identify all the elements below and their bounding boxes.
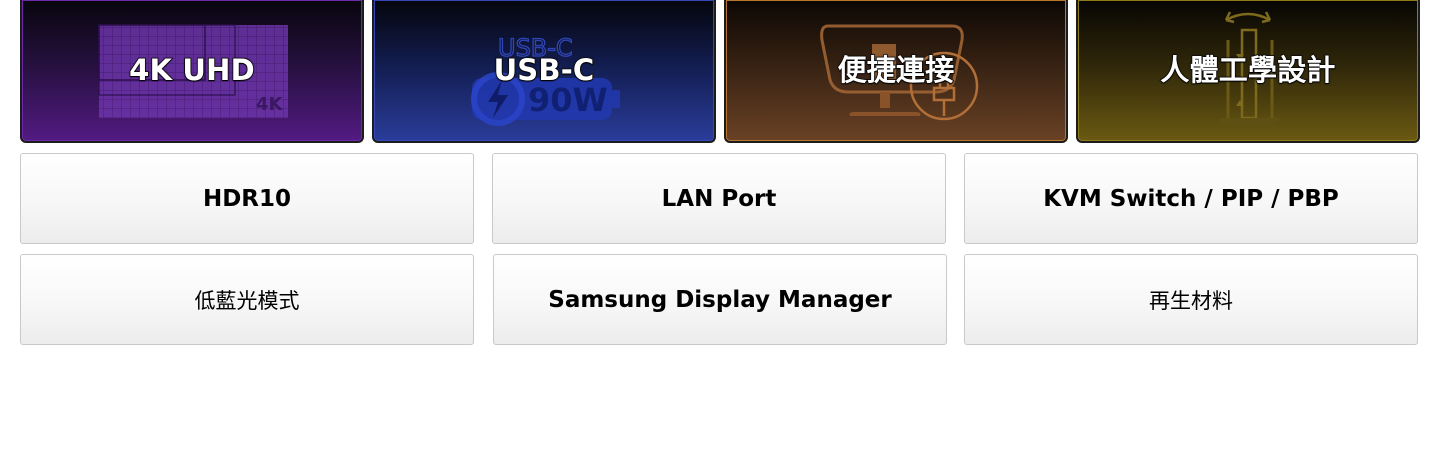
4k-grid-illustration: 4K (98, 24, 288, 118)
hero-card-connectivity[interactable]: 便捷連接 (724, 0, 1068, 143)
hero-feature-row: 4K 4K UHD USB-C 90W USB-C 便捷連接 (20, 0, 1420, 143)
rotate-arrow-icon (1225, 12, 1271, 22)
stand-rotation-illustration (1218, 11, 1282, 126)
usb-c-art-text: USB-C (498, 34, 573, 62)
feature-label: 低藍光模式 (194, 288, 300, 313)
hero-label-4k-uhd: 4K UHD (128, 52, 255, 88)
cable-circle-icon (909, 51, 979, 121)
feature-label: 再生材料 (1149, 288, 1233, 313)
lightning-bolt-icon (488, 80, 508, 118)
feature-label: Samsung Display Manager (548, 286, 892, 313)
feature-label: LAN Port (661, 185, 777, 212)
4k-art-text: 4K (256, 94, 284, 115)
hero-label-usb-c: USB-C (493, 52, 595, 88)
hero-label-connectivity: 便捷連接 (837, 52, 955, 88)
monitor-cable-illustration (820, 24, 979, 121)
hero-card-ergonomic[interactable]: 人體工學設計 (1076, 0, 1420, 143)
feature-label: KVM Switch / PIP / PBP (1043, 185, 1339, 212)
hero-card-usb-c[interactable]: USB-C 90W USB-C (372, 0, 716, 143)
usb-c-power-illustration: USB-C 90W (471, 33, 620, 126)
plug-icon (932, 66, 956, 116)
feature-button-lan-port[interactable]: LAN Port (492, 153, 946, 244)
feature-label: HDR10 (202, 185, 292, 212)
feature-button-recycled-materials[interactable]: 再生材料 (964, 254, 1418, 345)
hero-card-4k-uhd[interactable]: 4K 4K UHD (20, 0, 364, 143)
hero-label-ergonomic: 人體工學設計 (1160, 52, 1337, 88)
feature-button-display-manager[interactable]: Samsung Display Manager (493, 254, 947, 345)
feature-button-kvm-switch[interactable]: KVM Switch / PIP / PBP (964, 153, 1418, 244)
usb-c-power-text: 90W (528, 81, 608, 119)
monitor-outline-icon (820, 24, 964, 94)
feature-button-hdr10[interactable]: HDR10 (20, 153, 474, 244)
feature-button-eye-saver[interactable]: 低藍光模式 (20, 254, 474, 345)
